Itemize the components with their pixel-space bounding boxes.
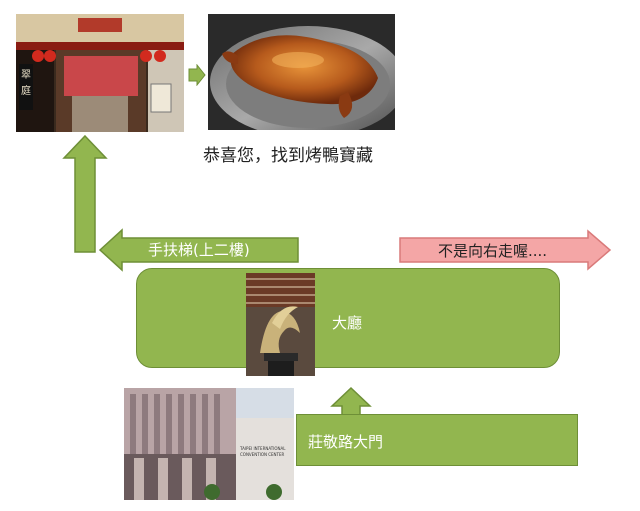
building-sign-2: CONVENTION CENTER: [240, 452, 285, 457]
building-sign: TAIPEI INTERNATIONAL: [239, 446, 286, 451]
small-right-arrow: [188, 64, 206, 86]
wrong-way-label: 不是向右走喔....: [438, 242, 548, 260]
treasure-caption: 恭喜您，找到烤鴨寶藏: [203, 146, 373, 166]
lobby-label: 大廳: [332, 314, 363, 332]
roast-duck-photo: [208, 14, 395, 130]
left-arrow-escalator: [98, 228, 299, 272]
convention-center-image: TAIPEI INTERNATIONAL CONVENTION CENTER: [124, 388, 294, 500]
right-arrow-wrong-way: [399, 229, 612, 271]
roast-duck-image: [208, 14, 395, 130]
convention-center-photo: TAIPEI INTERNATIONAL CONVENTION CENTER: [124, 388, 294, 500]
lobby-sculpture-image: [246, 273, 315, 376]
lobby-box: [136, 268, 560, 368]
restaurant-sign-char-1: 翠: [21, 69, 31, 81]
restaurant-entrance-photo: 翠 庭: [16, 14, 184, 132]
gate-label: 莊敬路大門: [308, 433, 384, 451]
restaurant-sign-char-2: 庭: [21, 84, 31, 97]
escalator-label: 手扶梯(上二樓): [148, 241, 250, 259]
lobby-sculpture-photo: [246, 273, 315, 376]
gate-box: [296, 414, 578, 466]
restaurant-entrance-image: 翠 庭: [16, 14, 184, 132]
up-arrow-escalator: [62, 134, 108, 253]
